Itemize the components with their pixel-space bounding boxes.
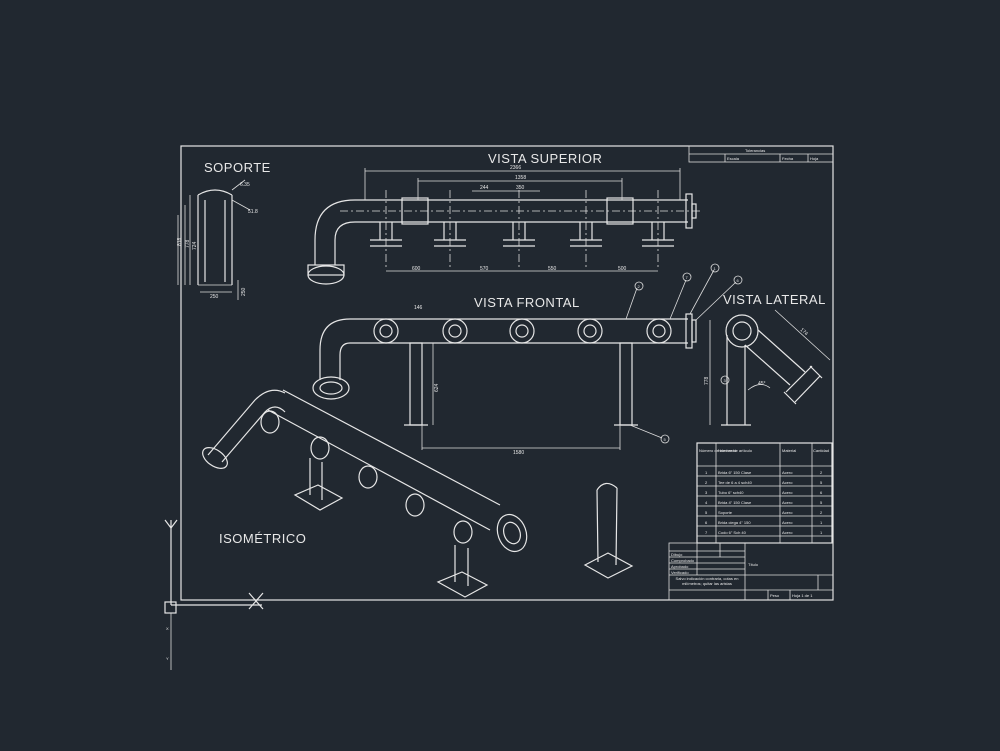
svg-text:2: 2 <box>638 284 641 289</box>
soporte-view: SOPORTE 6.35 51.8 818 778 724 250 250 <box>177 160 271 300</box>
sup-dim-bottom-1: 600 <box>412 266 421 272</box>
tb-notes: Salvo indicación contraria, cotas en mil… <box>675 576 739 586</box>
bom-cell-name: Tubo 6" sch40 <box>718 490 744 495</box>
lateral-dim-b: 174 <box>799 327 809 337</box>
soporte-dim-right: 250 <box>241 287 247 296</box>
soporte-title: SOPORTE <box>204 160 271 175</box>
svg-text:1: 1 <box>714 266 717 271</box>
sup-dim-total: 2366 <box>510 165 521 171</box>
balloon-2: 2 <box>634 281 644 291</box>
svg-text:6: 6 <box>737 278 740 283</box>
bom-cell-mat: Acero <box>782 480 793 485</box>
tb-aprobado: Aprobado <box>671 564 689 569</box>
tb-hoja: Hoja <box>810 156 819 161</box>
iso-flanges <box>260 410 473 544</box>
tb-verificado: Verificado <box>671 570 689 575</box>
svg-text:7: 7 <box>686 275 689 280</box>
tb-tolerancias: Tolerancias <box>745 148 765 153</box>
vista-superior-title: VISTA SUPERIOR <box>488 151 602 166</box>
soporte-dim-v1: 818 <box>177 237 183 246</box>
bom-cell-name: Brida ciega 4" 150 <box>718 520 751 525</box>
vista-frontal-title: VISTA FRONTAL <box>474 295 580 310</box>
bom-cell-n: 3 <box>705 490 708 495</box>
ucs-label-x: X <box>166 626 169 631</box>
vista-lateral: VISTA LATERAL 3 778 174 45° <box>704 292 831 426</box>
sheet-border <box>180 145 834 601</box>
balloon-5: 5 <box>660 434 670 444</box>
bom-cell-qty: 6 <box>820 490 823 495</box>
bom-cell-qty: 1 <box>820 520 823 525</box>
tb-comprobado: Comprobado <box>671 558 695 563</box>
balloon-1: 1 <box>710 263 720 273</box>
lateral-dim-c: 45° <box>758 381 766 387</box>
bom-cell-n: 2 <box>705 480 708 485</box>
soporte-dim-base: 250 <box>210 294 219 300</box>
sup-dim-b: 350 <box>516 185 525 191</box>
bom-header-material: Material <box>782 448 796 453</box>
bom-cell-qty: 2 <box>820 470 823 475</box>
frontal-flanges <box>373 318 672 344</box>
bom-cell-name: Tee de 6 a 4 sch40 <box>718 480 753 485</box>
tb-titulo: Título <box>748 562 759 567</box>
tb-hoja-num: Hoja 1 de 1 <box>792 593 813 598</box>
bom-cell-name: Soporte <box>718 510 733 515</box>
bom-cell-mat: Acero <box>782 470 793 475</box>
bom-cell-n: 6 <box>705 520 708 525</box>
vista-lateral-title: VISTA LATERAL <box>723 292 826 307</box>
bom-header-number: Número de elemento <box>699 448 737 453</box>
vista-superior: VISTA SUPERIOR 2366 1358 244 350 600 570… <box>307 151 700 285</box>
bom-cell-mat: Acero <box>782 500 793 505</box>
sup-dim-inner: 1358 <box>515 175 526 181</box>
tb-dibujo: Dibujo <box>671 552 683 557</box>
svg-text:5: 5 <box>664 437 667 442</box>
bom-cell-n: 4 <box>705 500 708 505</box>
front-dim-span: 1580 <box>513 450 524 456</box>
isometrico-title: ISOMÉTRICO <box>219 531 306 546</box>
sup-dim-bottom-2: 570 <box>480 266 489 272</box>
tb-fecha: Fecha <box>782 156 794 161</box>
bom-cell-mat: Acero <box>782 520 793 525</box>
isometric-view: ISOMÉTRICO <box>202 389 634 598</box>
bom-header-name: Nombre de artículo <box>718 448 753 453</box>
tb-peso: Peso <box>770 593 780 598</box>
soporte-dim-side: 51.8 <box>248 209 258 215</box>
lateral-dim-a: 778 <box>704 376 710 385</box>
balloon-7: 7 <box>682 272 692 282</box>
sup-dim-a: 244 <box>480 185 489 191</box>
bom-cell-name: Brida 4" 150 Clase <box>718 500 752 505</box>
sup-dim-bottom-4: 500 <box>618 266 627 272</box>
front-dim-height: 624 <box>434 383 440 392</box>
bom-cell-n: 1 <box>705 470 708 475</box>
bom-table: Número de elemento Nombre de artículo Ma… <box>696 442 833 544</box>
bom-cell-mat: Acero <box>782 530 793 535</box>
soporte-dim-top: 6.35 <box>240 182 250 188</box>
soporte-dim-v3: 724 <box>192 241 198 250</box>
title-block: Tolerancias Escala Fecha Hoja Dibujo Com… <box>668 145 834 601</box>
ucs-icon: X Y <box>164 519 264 670</box>
soporte-dim-v2: 778 <box>185 239 191 248</box>
bom-header-qty: Cantidad <box>813 448 829 453</box>
bom-cell-n: 7 <box>705 530 708 535</box>
bom-cell-name: Codo 6" Sch 40 <box>718 530 747 535</box>
vista-frontal: VISTA FRONTAL 146 624 1580 2 7 1 6 5 <box>312 263 743 456</box>
bom-cell-qty: 1 <box>820 530 823 535</box>
balloon-6: 6 <box>733 275 743 285</box>
bom-cell-qty: 5 <box>820 480 823 485</box>
front-dim-small: 146 <box>414 305 423 311</box>
bom-cell-n: 5 <box>705 510 708 515</box>
balloon-3: 3 <box>724 378 727 383</box>
ucs-label-y: Y <box>166 656 169 661</box>
bom-cell-mat: Acero <box>782 490 793 495</box>
bom-cell-name: Brida 6" 150 Clase <box>718 470 752 475</box>
bom-cell-qty: 5 <box>820 500 823 505</box>
bom-cell-qty: 2 <box>820 510 823 515</box>
bom-cell-mat: Acero <box>782 510 793 515</box>
sup-dim-bottom-3: 550 <box>548 266 557 272</box>
tb-escala: Escala <box>727 156 740 161</box>
